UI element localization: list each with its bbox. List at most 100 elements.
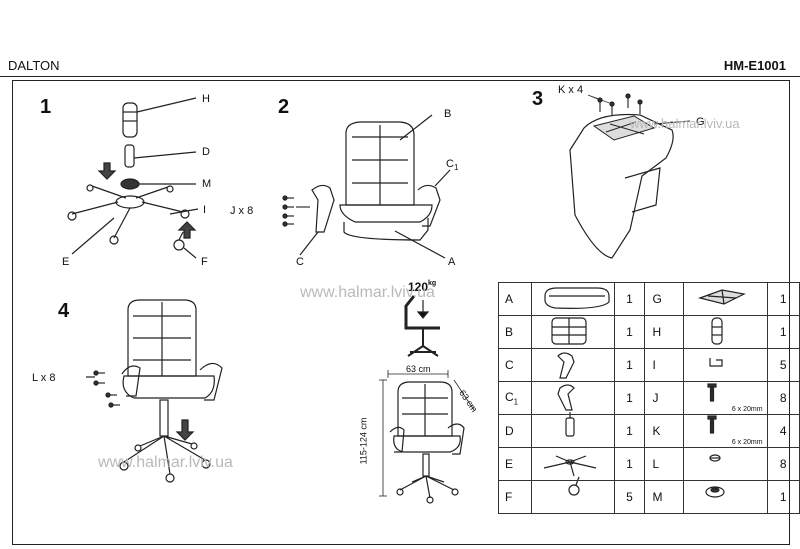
part-code: M [643,480,684,514]
dim-width: 63 cm [406,364,431,374]
label-f: F [201,256,208,268]
label-c: C [296,256,304,268]
part-image [530,447,616,481]
part-qty: 1 [614,381,645,415]
label-a: A [448,256,456,268]
part-image [530,414,616,448]
part-size-note: 6 x 20mm [731,406,763,413]
label-l-count: L x 8 [32,372,56,384]
part-code: G [643,282,684,316]
part-image [682,348,768,382]
step-2-number: 2 [278,96,290,118]
load-capacity: 120kg [408,280,436,294]
label-d: D [202,146,210,158]
part-image [530,381,616,415]
model-name: DALTON [8,58,60,73]
step1-star-base-icon [67,184,199,255]
part-code: I [643,348,684,382]
part-code: D [498,414,532,448]
part-qty: 8 [766,381,800,415]
model-code: HM-E1001 [723,58,786,73]
part-qty: 5 [766,348,800,382]
step1-arrows-icon [97,162,197,239]
part-image: 6 x 20mm [682,381,768,415]
label-e: E [62,256,70,268]
label-k-count: K x 4 [558,84,584,96]
part-code: E [498,447,532,481]
part-code: J [643,381,684,415]
part-code-sub: 1 [513,397,519,407]
step3-seat-underside-icon [569,113,674,259]
label-j-count: J x 8 [230,205,254,217]
step1-gas-lift-icon [124,144,197,168]
part-code: C1 [498,381,532,415]
part-qty: 1 [766,480,800,514]
step1-gas-lift-cover-icon [122,97,197,138]
label-h: H [202,93,210,105]
step2-leader-b [399,114,433,141]
part-qty: 1 [614,348,645,382]
step2-screws-icon [282,195,310,227]
part-code: A [498,282,532,316]
step2-armrest-right-icon [417,169,451,227]
watermark-step3: www.halmar.lviv.ua [630,116,740,131]
part-code: C [498,348,532,382]
part-qty: 1 [614,315,645,349]
part-image [682,447,768,481]
part-code: H [643,315,684,349]
header-rule [0,76,800,77]
label-g: G [696,116,705,128]
part-qty: 5 [614,480,645,514]
label-i: I [203,204,207,216]
label-c1-letter: C [446,158,454,170]
part-image [682,315,768,349]
load-pictogram-icon [404,295,440,357]
label-b: B [444,108,452,120]
part-image [682,480,768,514]
step2-armrest-left-icon [299,184,335,256]
label-m: M [202,178,212,190]
step-4-number: 4 [58,300,70,322]
part-qty: 8 [766,447,800,481]
part-code: K [643,414,684,448]
part-qty: 1 [766,315,800,349]
load-unit: kg [428,280,437,287]
part-image [530,348,616,382]
step2-seat-icon [339,204,446,259]
watermark-bottom: www.halmar.lviv.ua [98,454,233,471]
part-qty: 4 [766,414,800,448]
dimension-chair-icon [389,381,465,504]
label-c1: C1 [446,158,458,172]
part-image [682,282,768,316]
step4-screws-icon [86,370,120,408]
step1-caster-icon [173,231,197,259]
dimension-lines [379,370,475,497]
part-qty: 1 [614,447,645,481]
step-1-number: 1 [40,96,52,118]
step4-arrow-icon [175,419,195,441]
step3-bolts-icon [587,93,643,116]
part-image: 6 x 20mm [682,414,768,448]
part-code: B [498,315,532,349]
label-c1-sub: 1 [453,163,459,173]
dim-height: 115-124 cm [358,417,369,465]
part-image [530,480,616,514]
watermark-top: www.halmar.lviv.ua [300,284,435,301]
part-image [530,282,616,316]
step1-bearing-icon [120,178,196,190]
part-image [530,315,616,349]
part-qty: 1 [614,282,645,316]
step4-chair-icon [119,299,223,483]
step3-mechanism-icon [592,115,691,141]
part-code: F [498,480,532,514]
step2-chair-back-icon [345,121,415,206]
load-value: 120 [408,280,429,294]
part-qty: 1 [614,414,645,448]
